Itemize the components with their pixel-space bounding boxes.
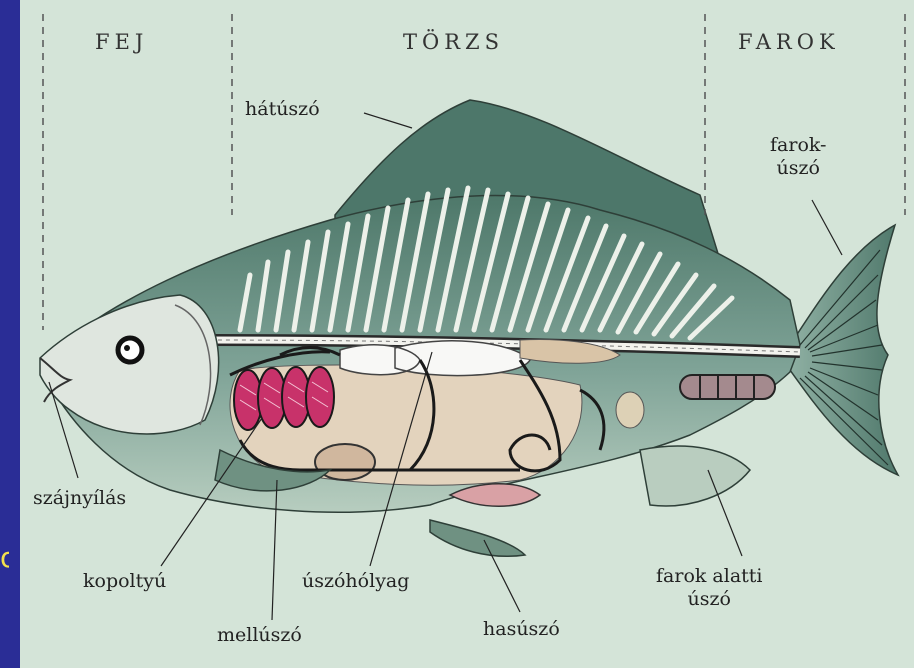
label-tail-fin: farok- úszó bbox=[770, 134, 826, 180]
pelvic-fin bbox=[430, 520, 525, 556]
swim-bladder bbox=[340, 341, 530, 376]
clipped-edge-text: o bbox=[0, 540, 9, 576]
section-tail-label: FAROK bbox=[738, 30, 840, 54]
label-tail-fin-line2: úszó bbox=[770, 157, 826, 180]
fish-eye bbox=[118, 338, 142, 362]
label-anal-fin: farok alatti úszó bbox=[656, 565, 763, 611]
anal-fin bbox=[640, 446, 750, 506]
gonad bbox=[616, 392, 644, 428]
label-anal-fin-line2: úszó bbox=[656, 588, 763, 611]
label-mouth: szájnyílás bbox=[33, 487, 126, 510]
tail-fin bbox=[790, 225, 898, 475]
label-pelvic-fin: hasúszó bbox=[483, 618, 560, 641]
label-gill: kopoltyú bbox=[83, 570, 166, 593]
label-anal-fin-line1: farok alatti bbox=[656, 565, 763, 588]
label-tail-fin-line1: farok- bbox=[770, 134, 826, 157]
section-trunk-label: TÖRZS bbox=[403, 30, 504, 54]
label-pectoral-fin: mellúszó bbox=[217, 624, 302, 647]
label-swim-bladder: úszóhólyag bbox=[302, 570, 409, 593]
section-head-label: FEJ bbox=[95, 30, 148, 54]
label-dorsal-fin: hátúszó bbox=[245, 98, 320, 121]
urinary-bladder bbox=[680, 375, 775, 399]
